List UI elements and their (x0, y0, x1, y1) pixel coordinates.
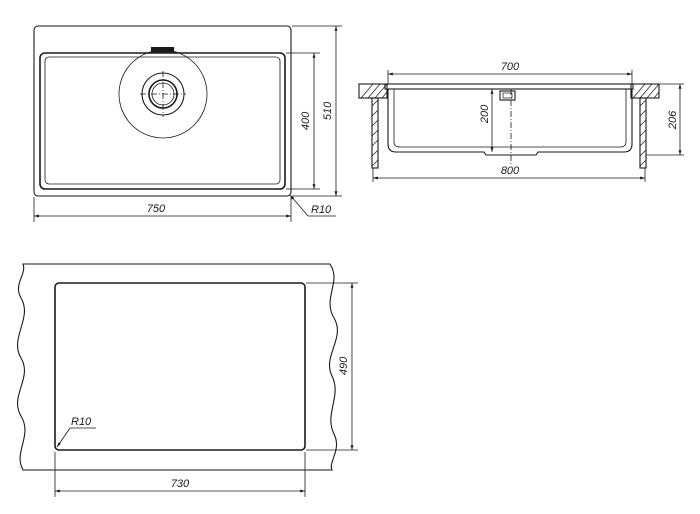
top-view: 750 400 510 R10 (33, 25, 342, 222)
dimension-700-label: 700 (501, 61, 520, 73)
bowl-inner-outline (44, 56, 281, 185)
cutout-radius-leader (56, 427, 71, 448)
sink-rim-section (384, 83, 634, 90)
dimension-510-label: 510 (322, 101, 334, 120)
cabinet-side-left (371, 97, 379, 169)
dimension-800-label: 800 (501, 165, 520, 177)
dimension-730-label: 730 (171, 478, 190, 490)
dimension-400-label: 400 (300, 111, 312, 130)
cutout-outline (54, 282, 306, 451)
dimension-206-label: 206 (667, 110, 679, 130)
dimension-200-label: 200 (479, 104, 491, 124)
bowl-section (387, 89, 633, 156)
countertop-slab (16, 263, 338, 471)
section-view: 700 800 200 206 (358, 61, 684, 182)
dimension-490-label: 490 (338, 356, 350, 375)
drain-zone (118, 49, 208, 139)
dimension-750-label: 750 (147, 203, 166, 215)
cutout-radius-label: R10 (71, 416, 92, 428)
radius-label-top: R10 (311, 204, 332, 216)
sink-outer-outline (33, 25, 292, 197)
bowl-outline (39, 52, 286, 190)
cutout-view: R10 730 490 (16, 263, 358, 497)
cabinet-side-right (639, 97, 647, 169)
overflow-section (499, 90, 516, 101)
overflow-slot (151, 47, 174, 52)
radius-leader (289, 194, 309, 217)
